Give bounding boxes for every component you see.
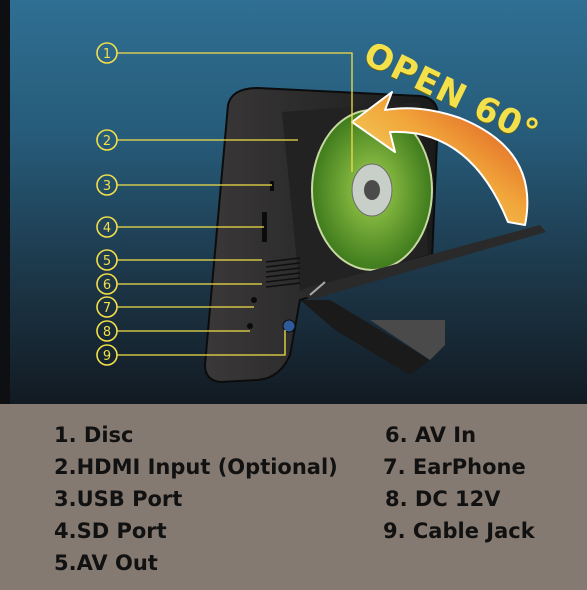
disc bbox=[311, 109, 433, 271]
callout-number: 8 bbox=[103, 325, 111, 340]
callout-number: 5 bbox=[103, 254, 111, 269]
lid-arm bbox=[309, 281, 326, 296]
callout-lines bbox=[117, 52, 353, 356]
device-illustration: 1 2 3 4 5 6 7 8 9 bbox=[96, 42, 546, 384]
callout-number: 6 bbox=[103, 278, 111, 293]
legend-panel bbox=[0, 404, 587, 590]
open-arrow bbox=[351, 91, 529, 226]
speaker-grille bbox=[265, 257, 301, 288]
legend-item: 4.SD Port bbox=[54, 519, 167, 543]
callout-circles bbox=[96, 42, 118, 366]
callout-number: 2 bbox=[103, 134, 111, 149]
stand bbox=[300, 300, 430, 375]
legend-item: 7. EarPhone bbox=[383, 455, 526, 479]
sd-port bbox=[262, 212, 267, 242]
callout-number: 7 bbox=[103, 301, 111, 316]
callout-number: 9 bbox=[103, 349, 111, 364]
cable-jack bbox=[282, 319, 296, 333]
legend-item: 3.USB Port bbox=[54, 487, 183, 511]
dc-jack bbox=[247, 323, 253, 329]
legend-item: 8. DC 12V bbox=[385, 487, 501, 511]
legend-item: 2.HDMI Input (Optional) bbox=[54, 455, 338, 479]
callout-number: 3 bbox=[103, 179, 111, 194]
legend-item: 5.AV Out bbox=[54, 551, 158, 575]
legend-item: 1. Disc bbox=[54, 423, 134, 447]
usb-port bbox=[270, 181, 274, 191]
left-edge-strip bbox=[0, 0, 10, 404]
lid-hinge bbox=[300, 225, 546, 300]
callout-number: 4 bbox=[103, 221, 111, 236]
callout-number: 1 bbox=[103, 47, 111, 62]
earphone-jack bbox=[251, 297, 257, 303]
stand-foot bbox=[370, 320, 445, 360]
legend-item: 9. Cable Jack bbox=[383, 519, 535, 543]
legend-item: 6. AV In bbox=[385, 423, 477, 447]
